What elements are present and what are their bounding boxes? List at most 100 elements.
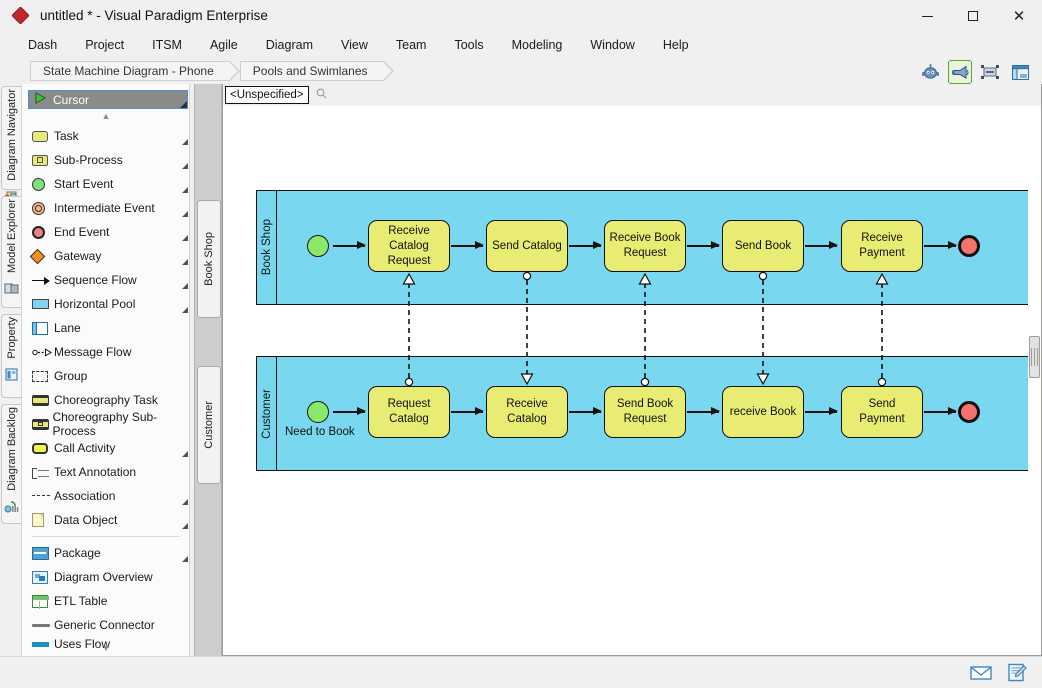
menu-item-help[interactable]: Help: [662, 38, 689, 52]
palette-item-association[interactable]: Association: [22, 484, 189, 508]
sequence-flow-bs-5[interactable]: [924, 242, 957, 249]
expand-corner-icon[interactable]: [182, 259, 188, 265]
palette-item-text-annotation[interactable]: Text Annotation: [22, 460, 189, 484]
end-event-customer[interactable]: [958, 401, 980, 423]
menu-item-view[interactable]: View: [341, 38, 368, 52]
palette-item-sub-process[interactable]: Sub-Process: [22, 148, 189, 172]
palette-item-sequence-flow[interactable]: Sequence Flow: [22, 268, 189, 292]
task-receive-book-request[interactable]: Receive Book Request: [604, 220, 686, 272]
palette-item-gateway[interactable]: Gateway: [22, 244, 189, 268]
expand-corner-icon[interactable]: [182, 556, 188, 562]
diagram-canvas[interactable]: Book Shop Receive Catalog Request Send C…: [223, 106, 1041, 655]
expand-corner-icon[interactable]: [182, 307, 188, 313]
palette-item-choreography-sub-process[interactable]: Choreography Sub-Process: [22, 410, 189, 438]
palette-item-start-event[interactable]: Start Event: [22, 172, 189, 196]
pool-thumb-book-shop[interactable]: Book Shop: [197, 200, 221, 318]
window-title: untitled * - Visual Paradigm Enterprise: [40, 8, 268, 23]
menu-item-project[interactable]: Project: [85, 38, 125, 52]
sequence-flow-bs-3[interactable]: [687, 242, 720, 249]
start-event-book-shop[interactable]: [307, 235, 329, 257]
bpmn-text-annotation-icon: [32, 467, 54, 479]
menu-item-tools[interactable]: Tools: [454, 38, 484, 52]
expand-corner-icon[interactable]: [182, 163, 188, 169]
palette-item-lane[interactable]: Lane: [22, 316, 189, 340]
expand-corner-icon[interactable]: [182, 523, 188, 529]
sidebar-item-diagram-backlog[interactable]: Diagram Backlog: [1, 404, 21, 524]
palette-item-etl-table[interactable]: ETL Table: [22, 589, 189, 613]
palette-item-end-event[interactable]: End Event: [22, 220, 189, 244]
sequence-flow-cu-1[interactable]: [451, 408, 484, 415]
sequence-flow-bs-1[interactable]: [451, 242, 484, 249]
fit-to-screen-icon[interactable]: [978, 60, 1002, 84]
note-edit-icon[interactable]: [1004, 662, 1030, 684]
start-event-customer[interactable]: [307, 401, 329, 423]
pool-thumb-customer[interactable]: Customer: [197, 366, 221, 484]
task-receive-book[interactable]: receive Book: [722, 386, 804, 438]
sequence-flow-cu-2[interactable]: [569, 408, 602, 415]
sequence-flow-bs-2[interactable]: [569, 242, 602, 249]
palette-item-choreography-task[interactable]: Choreography Task: [22, 388, 189, 412]
task-send-book[interactable]: Send Book: [722, 220, 804, 272]
menu-item-diagram[interactable]: Diagram: [265, 38, 313, 52]
task-receive-catalog[interactable]: Receive Catalog: [486, 386, 568, 438]
expand-corner-icon[interactable]: [182, 187, 188, 193]
menu-item-itsm[interactable]: ITSM: [152, 38, 182, 52]
menu-item-team[interactable]: Team: [395, 38, 427, 52]
palette-scroll-down-button[interactable]: ▼: [101, 643, 111, 653]
task-request-catalog[interactable]: Request Catalog: [368, 386, 450, 438]
menu-item-dash[interactable]: Dash: [28, 38, 58, 52]
pool-strip[interactable]: Book Shop Customer: [194, 84, 222, 656]
palette-item-message-flow[interactable]: Message Flow: [22, 340, 189, 364]
breadcrumb-item-state-machine-diagram[interactable]: State Machine Diagram - Phone: [30, 61, 240, 81]
palette-item-uses-flow[interactable]: Uses Flow: [22, 637, 189, 651]
breadcrumb-item-pools-and-swimlanes[interactable]: Pools and Swimlanes: [239, 61, 394, 81]
sequence-flow-bs-0[interactable]: [333, 242, 366, 249]
expand-corner-icon[interactable]: [182, 211, 188, 217]
panel-layout-icon[interactable]: [1008, 60, 1032, 84]
palette-item-package[interactable]: Package: [22, 541, 189, 565]
palette-item-task[interactable]: Task: [22, 124, 189, 148]
palette-item-group[interactable]: Group: [22, 364, 189, 388]
task-receive-catalog-request[interactable]: Receive Catalog Request: [368, 220, 450, 272]
close-button[interactable]: ✕: [1012, 6, 1026, 25]
sequence-flow-cu-0[interactable]: [333, 408, 366, 415]
megaphone-announce-icon[interactable]: [948, 60, 972, 84]
menu-item-modeling[interactable]: Modeling: [511, 38, 563, 52]
minimize-button[interactable]: [904, 0, 950, 32]
palette-item-intermediate-event[interactable]: Intermediate Event: [22, 196, 189, 220]
sidebar-item-model-explorer[interactable]: Model Explorer: [1, 196, 21, 308]
sidebar-item-diagram-navigator[interactable]: Diagram Navigator: [1, 86, 21, 202]
model-selector[interactable]: <Unspecified>: [225, 86, 309, 104]
sequence-flow-cu-4[interactable]: [805, 408, 838, 415]
menu-item-agile[interactable]: Agile: [209, 38, 238, 52]
sidebar-item-property[interactable]: Property: [1, 314, 21, 398]
scrollbar-thumb[interactable]: [1029, 336, 1040, 378]
palette-item-generic-connector[interactable]: Generic Connector: [22, 613, 189, 637]
expand-corner-icon[interactable]: [182, 499, 188, 505]
palette-scroll-up-button[interactable]: ▲: [101, 111, 111, 121]
expand-corner-icon[interactable]: [182, 139, 188, 145]
sequence-flow-cu-3[interactable]: [687, 408, 720, 415]
palette-item-call-activity[interactable]: Call Activity: [22, 436, 189, 460]
menu-item-window[interactable]: Window: [590, 38, 635, 52]
task-receive-payment[interactable]: Receive Payment: [841, 220, 923, 272]
palette-item-cursor[interactable]: Cursor: [28, 90, 188, 109]
mail-envelope-icon[interactable]: [968, 662, 994, 684]
expand-corner-icon[interactable]: [180, 101, 187, 108]
expand-corner-icon[interactable]: [182, 235, 188, 241]
task-send-book-request[interactable]: Send Book Request: [604, 386, 686, 438]
maximize-button[interactable]: [950, 0, 996, 32]
task-send-catalog[interactable]: Send Catalog: [486, 220, 568, 272]
task-send-payment[interactable]: Send Payment: [841, 386, 923, 438]
sequence-flow-bs-4[interactable]: [805, 242, 838, 249]
end-event-book-shop[interactable]: [958, 235, 980, 257]
search-magnifier-icon[interactable]: [316, 88, 327, 102]
canvas-vertical-scrollbar[interactable]: [1028, 106, 1041, 655]
palette-item-data-object[interactable]: Data Object: [22, 508, 189, 532]
expand-corner-icon[interactable]: [182, 451, 188, 457]
expand-corner-icon[interactable]: [182, 283, 188, 289]
sequence-flow-cu-5[interactable]: [924, 408, 957, 415]
palette-item-horizontal-pool[interactable]: Horizontal Pool: [22, 292, 189, 316]
palette-item-diagram-overview[interactable]: Diagram Overview: [22, 565, 189, 589]
robot-assistant-icon[interactable]: [918, 60, 942, 84]
